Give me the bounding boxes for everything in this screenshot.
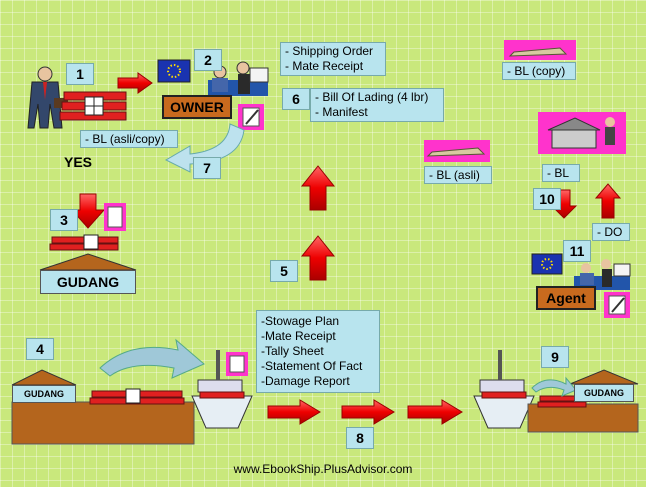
step-number: 10 — [533, 188, 561, 210]
arrow-right — [267, 399, 321, 425]
arrow-right — [117, 72, 153, 94]
ship-document-icon — [504, 40, 576, 60]
curved-arrow — [531, 376, 577, 397]
doc-line: - Bill Of Lading (4 lbr) — [315, 90, 429, 104]
owner-label: OWNER — [162, 95, 232, 119]
doc-line: -Stowage Plan — [261, 314, 340, 328]
footer-url[interactable]: www.EbookShip.PlusAdvisor.com — [233, 462, 413, 476]
step-number: 5 — [270, 260, 298, 282]
cargo-icon — [89, 388, 185, 405]
step-number: 7 — [193, 157, 221, 179]
ship-icon — [191, 350, 253, 429]
step-number: 6 — [282, 88, 310, 110]
stowage-docs-box: -Stowage Plan -Mate Receipt -Tally Sheet… — [256, 310, 380, 393]
bl-box: - BL — [542, 164, 580, 182]
gudang-left-label: GUDANG — [12, 385, 76, 403]
shipping-docs-box: - Shipping Order - Mate Receipt — [280, 42, 386, 76]
cargo-icon — [59, 91, 127, 121]
document-icon — [604, 292, 630, 318]
bl-copy-box: - BL (copy) — [502, 62, 576, 80]
document-icon — [226, 352, 248, 376]
step-number: 2 — [194, 49, 222, 71]
bl-asli-box: - BL (asli) — [424, 166, 492, 184]
gudang-top-label: GUDANG — [40, 270, 136, 294]
step-number: 11 — [563, 240, 591, 262]
doc-line: - Mate Receipt — [285, 59, 364, 73]
ship-icon — [473, 350, 535, 429]
arrow-up — [594, 183, 622, 219]
arrow-up — [300, 165, 336, 211]
office-worker-icon — [208, 61, 269, 96]
step-number: 9 — [541, 346, 569, 368]
step-number: 4 — [26, 338, 54, 360]
arrow-right — [341, 399, 395, 425]
arrow-right — [407, 399, 463, 425]
doc-line: - Manifest — [315, 105, 368, 119]
eu-flag-icon — [531, 253, 563, 275]
terminal-ground — [527, 369, 639, 433]
document-icon — [104, 203, 126, 231]
gudang-right-label: GUDANG — [574, 384, 634, 402]
step-number: 8 — [346, 427, 374, 449]
arrow-up — [300, 235, 336, 281]
agent-office-icon — [538, 112, 626, 154]
bl-manifest-box: - Bill Of Lading (4 lbr) - Manifest — [310, 88, 444, 122]
step-number: 1 — [66, 63, 94, 85]
do-box: - DO — [592, 223, 630, 241]
terminal-ground — [11, 369, 195, 445]
doc-line: -Tally Sheet — [261, 344, 324, 358]
doc-line: -Statement Of Fact — [261, 359, 363, 373]
yes-label: YES — [64, 154, 93, 170]
step-number: 3 — [50, 209, 78, 231]
agent-label: Agent — [536, 286, 596, 310]
bl-asli-copy-box: - BL (asli/copy) — [80, 130, 178, 148]
cargo-icon — [49, 234, 119, 251]
doc-line: -Mate Receipt — [261, 329, 336, 343]
doc-line: -Damage Report — [261, 374, 350, 388]
curved-arrow — [164, 123, 245, 173]
arrow-down — [70, 193, 106, 229]
curved-arrow — [99, 338, 205, 379]
eu-flag-icon — [157, 59, 191, 83]
document-icon — [238, 104, 264, 130]
doc-line: - Shipping Order — [285, 44, 374, 58]
ship-document-icon — [424, 140, 490, 162]
